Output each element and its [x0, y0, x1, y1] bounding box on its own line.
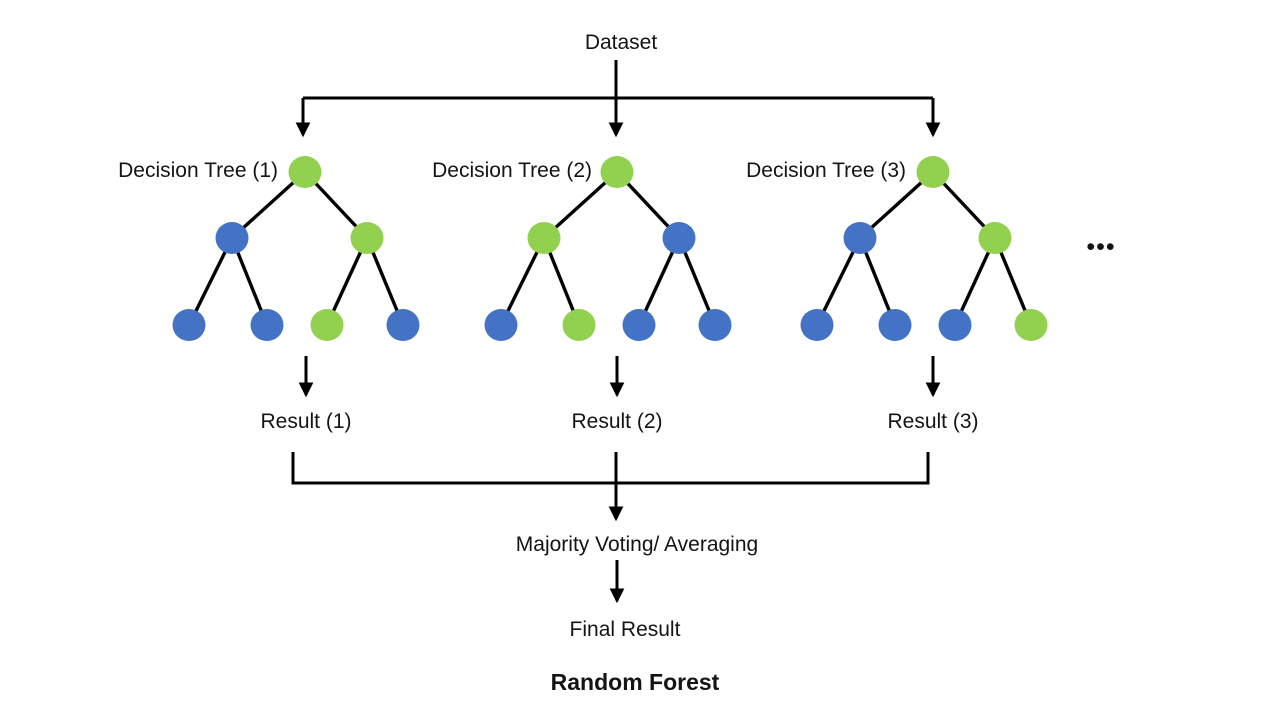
tree-2-leaf-node-2 [562, 309, 596, 341]
tree-1-leaf-node-4 [386, 309, 420, 341]
tree-3-label: Decision Tree (3) [746, 159, 906, 182]
tree-2-label: Decision Tree (2) [432, 159, 592, 182]
tree-3-leaf-node-2 [878, 309, 912, 341]
tree-1-result-label: Result (1) [260, 410, 352, 433]
tree-1-leaf-node-2 [250, 309, 284, 341]
results-to-aggregation-connector [291, 452, 930, 522]
tree-3-leaf-node-4 [1014, 309, 1048, 341]
results-merge-bracket [291, 452, 930, 485]
tree-1-label: Decision Tree (1) [118, 159, 278, 182]
decision-tree-1 [172, 156, 420, 341]
tree-2-level2-node-2 [662, 222, 696, 254]
tree-3-root-node [916, 156, 950, 188]
dataset-to-trees-connector [295, 60, 941, 138]
more-trees-ellipsis: ••• [1086, 233, 1116, 261]
tree-1-leaf-node-3 [310, 309, 344, 341]
tree-edge [815, 237, 862, 326]
tree-2-level2-node-1 [527, 222, 561, 254]
tree-2-leaf-node-3 [622, 309, 656, 341]
tree-1-level2-node-1 [215, 222, 249, 254]
tree-3-level2-node-2 [978, 222, 1012, 254]
tree-edge [542, 170, 619, 240]
tree-2-leaf-node-4 [698, 309, 732, 341]
decision-tree-2 [484, 156, 732, 341]
trees-layer [172, 156, 1048, 341]
decision-tree-3 [800, 156, 1048, 341]
tree-edge [187, 237, 234, 326]
aggregation-label: Majority Voting/ Averaging [515, 533, 759, 556]
tree-2-result-label: Result (2) [571, 410, 663, 433]
tree-result-arrows [298, 356, 941, 398]
tree-3-level2-node-1 [843, 222, 877, 254]
tree-2-leaf-node-1 [484, 309, 518, 341]
tree-edge [499, 237, 546, 326]
tree-3-leaf-node-3 [938, 309, 972, 341]
tree-2-root-node [600, 156, 634, 188]
tree-3-result-label: Result (3) [887, 410, 979, 433]
tree-edge [230, 170, 307, 240]
dataset-label: Dataset [584, 31, 658, 54]
diagram-title: Random Forest [550, 669, 720, 695]
tree-edge [858, 170, 935, 240]
final-result-label: Final Result [569, 618, 681, 641]
tree-1-leaf-node-1 [172, 309, 206, 341]
tree-3-leaf-node-1 [800, 309, 834, 341]
tree-1-level2-node-2 [350, 222, 384, 254]
tree-1-root-node [288, 156, 322, 188]
